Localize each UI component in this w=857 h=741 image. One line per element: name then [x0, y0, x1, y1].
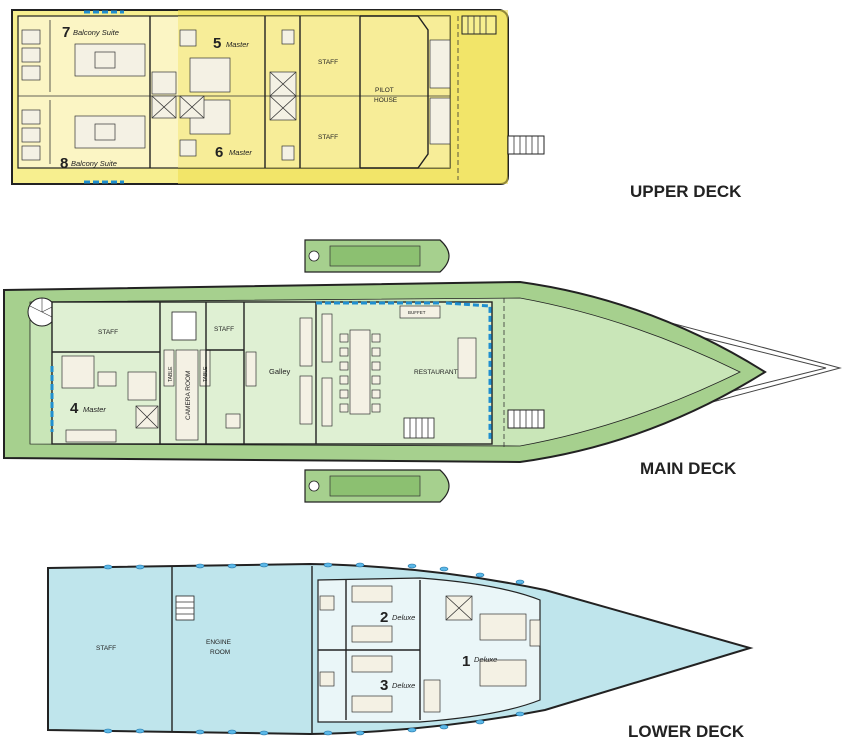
- main-staff-label-b: STAFF: [214, 326, 234, 333]
- cabin-2-label: Deluxe: [392, 613, 415, 622]
- lower-deck-portholes: [103, 562, 525, 736]
- cabin-8-label: Balcony Suite: [71, 159, 117, 168]
- main-deck: STAFF 4 Master CAMERA ROOM TABLE TABLE S…: [3, 239, 842, 503]
- tender-boat-top: [304, 239, 450, 273]
- cabin-5-label: Master: [226, 40, 249, 49]
- cabin-3-label: Deluxe: [392, 681, 415, 690]
- pilot-house-label-2: HOUSE: [374, 97, 398, 104]
- camera-room-label: CAMERA ROOM: [185, 371, 192, 420]
- pilot-house-label-1: PILOT: [375, 87, 394, 94]
- lower-deck-title: LOWER DECK: [628, 722, 745, 741]
- lower-deck-stairs: [175, 595, 195, 621]
- lower-staff-label: STAFF: [96, 645, 116, 652]
- engine-room-label-1: ENGINE: [206, 639, 232, 646]
- galley-label: Galley: [269, 367, 291, 376]
- main-deck-forward-stairs: [507, 409, 545, 429]
- upper-staff-label-b: STAFF: [318, 134, 338, 141]
- main-deck-inner-stairs: [403, 417, 435, 439]
- buffet-label: BUFFET: [408, 310, 426, 315]
- upper-deck-title: UPPER DECK: [630, 182, 742, 201]
- restaurant-label: RESTAURANT: [414, 369, 458, 376]
- cabin-1-label: Deluxe: [474, 655, 497, 664]
- table-label-a: TABLE: [168, 366, 174, 382]
- cabin-4-label: Master: [83, 405, 106, 414]
- cabin-6-number: 6: [215, 144, 223, 161]
- upper-staff-label-a: STAFF: [318, 59, 338, 66]
- cabin-4-number: 4: [70, 400, 79, 417]
- cabin-7-label: Balcony Suite: [73, 28, 119, 37]
- cabin-8-number: 8: [60, 155, 68, 172]
- cabin-2-number: 2: [380, 609, 388, 626]
- cabin-1-number: 1: [462, 653, 470, 670]
- engine-room-label-2: ROOM: [210, 649, 230, 656]
- tender-boat-bottom: [304, 469, 450, 503]
- cabin-3-number: 3: [380, 677, 388, 694]
- main-deck-title: MAIN DECK: [640, 459, 737, 478]
- lower-deck: STAFF ENGINE ROOM 2 Deluxe 3 Deluxe 1 De…: [47, 562, 754, 741]
- upper-deck-gangway: [507, 135, 545, 155]
- cabin-6-label: Master: [229, 148, 252, 157]
- cabin-7-number: 7: [62, 24, 70, 41]
- cabin-5-number: 5: [213, 35, 221, 52]
- upper-deck: 7 Balcony Suite 8 Balcony Suite 5 Master…: [11, 9, 742, 201]
- main-staff-label-a: STAFF: [98, 329, 118, 336]
- upper-deck-stairs: [461, 15, 497, 35]
